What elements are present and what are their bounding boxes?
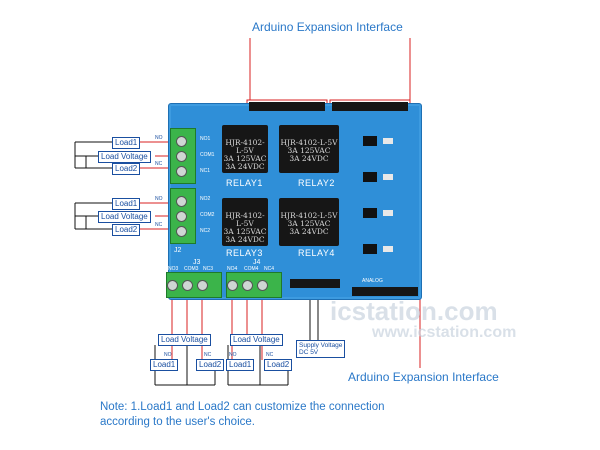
screw-terminal bbox=[176, 211, 187, 222]
screw-terminal bbox=[167, 280, 178, 291]
silk-j3: J3 bbox=[193, 259, 201, 266]
supply-voltage-box: Supply Voltage DC 5V bbox=[296, 340, 346, 358]
relay-spec: 3A 24VDC bbox=[225, 235, 265, 244]
silk-nc1: NC1 bbox=[200, 168, 211, 174]
load1-label: Load1 bbox=[112, 198, 141, 210]
relay-model: HJR-4102-L-5V bbox=[280, 138, 338, 147]
relay-model: HJR-4102-L-5V bbox=[225, 138, 265, 155]
relay-spec: 3A 24VDC bbox=[289, 154, 329, 163]
screw-terminal bbox=[176, 166, 187, 177]
supply-line1: Supply Voltage bbox=[299, 342, 343, 349]
screw-terminal bbox=[182, 280, 193, 291]
relay-4: HJR-4102-L-5V 3A 125VAC 3A 24VDC bbox=[279, 198, 339, 246]
relay-1: HJR-4102-L-5V 3A 125VAC 3A 24VDC bbox=[222, 125, 268, 173]
screw-terminal bbox=[176, 196, 187, 207]
nc-label: NC bbox=[266, 352, 274, 358]
screw-terminal bbox=[176, 151, 187, 162]
load1-label: Load1 bbox=[150, 359, 179, 371]
supply-line2: DC 5V bbox=[299, 349, 319, 356]
load1-label: Load1 bbox=[226, 359, 255, 371]
relay-3: HJR-4102-L-5V 3A 125VAC 3A 24VDC bbox=[222, 198, 268, 246]
screw-terminal bbox=[197, 280, 208, 291]
silk-j4: J4 bbox=[253, 259, 261, 266]
load1-label: Load1 bbox=[112, 137, 141, 149]
relay-spec: 3A 125VAC bbox=[223, 227, 267, 236]
silk-nc4: NC4 bbox=[264, 266, 275, 272]
silk-com4: COM4 bbox=[244, 266, 259, 272]
no-label: NO bbox=[155, 135, 163, 141]
relay-2-label: RELAY2 bbox=[298, 178, 335, 188]
bottom-interface-title: Arduino Expansion Interface bbox=[348, 370, 499, 384]
watermark-sub: www.icstation.com bbox=[372, 324, 517, 341]
relay-spec: 3A 125VAC bbox=[223, 154, 267, 163]
bottom-header-left bbox=[290, 279, 340, 288]
top-interface-title: Arduino Expansion Interface bbox=[252, 20, 403, 34]
note-line2: according to the user's choice. bbox=[100, 416, 255, 428]
load2-label: Load2 bbox=[264, 359, 293, 371]
screw-terminal bbox=[176, 136, 187, 147]
note-line1: Note: 1.Load1 and Load2 can customize th… bbox=[100, 401, 385, 413]
silk-com2: COM2 bbox=[200, 212, 215, 218]
no-label: NO bbox=[164, 352, 172, 358]
silk-com3: COM3 bbox=[184, 266, 199, 272]
relay-spec: 3A 125VAC bbox=[287, 146, 331, 155]
silk-nc3: NC3 bbox=[203, 266, 214, 272]
screw-terminal bbox=[242, 280, 253, 291]
no-label: NO bbox=[229, 352, 237, 358]
load-voltage-label: Load Voltage bbox=[98, 151, 151, 163]
component-area bbox=[355, 130, 410, 280]
no-label: NO bbox=[155, 196, 163, 202]
bottom-header-right bbox=[352, 287, 418, 296]
screw-terminal bbox=[227, 280, 238, 291]
top-header-right bbox=[332, 102, 408, 111]
silk-no3: NO3 bbox=[168, 266, 179, 272]
nc-label: NC bbox=[155, 222, 163, 228]
load-voltage-label: Load Voltage bbox=[158, 334, 211, 346]
silk-no2: NO2 bbox=[200, 196, 211, 202]
load2-label: Load2 bbox=[196, 359, 225, 371]
top-header-left bbox=[249, 102, 325, 111]
relay-1-label: RELAY1 bbox=[226, 178, 263, 188]
relay-spec: 3A 24VDC bbox=[289, 227, 329, 236]
silk-com1: COM1 bbox=[200, 152, 215, 158]
load-voltage-label: Load Voltage bbox=[98, 211, 151, 223]
silk-nc2: NC2 bbox=[200, 228, 211, 234]
relay-model: HJR-4102-L-5V bbox=[280, 211, 338, 220]
silk-j2: J2 bbox=[174, 247, 182, 254]
load2-label: Load2 bbox=[112, 163, 141, 175]
relay-3-label: RELAY3 bbox=[226, 248, 263, 258]
load2-label: Load2 bbox=[112, 224, 141, 236]
screw-terminal bbox=[257, 280, 268, 291]
relay-model: HJR-4102-L-5V bbox=[225, 211, 265, 228]
nc-label: NC bbox=[204, 352, 212, 358]
watermark-main: icstation.com bbox=[330, 296, 498, 326]
silk-analog: ANALOG bbox=[362, 278, 383, 284]
silk-no4: NO4 bbox=[227, 266, 238, 272]
nc-label: NC bbox=[155, 161, 163, 167]
relay-2: HJR-4102-L-5V 3A 125VAC 3A 24VDC bbox=[279, 125, 339, 173]
relay-4-label: RELAY4 bbox=[298, 248, 335, 258]
silk-no1: NO1 bbox=[200, 136, 211, 142]
relay-spec: 3A 24VDC bbox=[225, 162, 265, 171]
screw-terminal bbox=[176, 226, 187, 237]
relay-spec: 3A 125VAC bbox=[287, 219, 331, 228]
load-voltage-label: Load Voltage bbox=[230, 334, 283, 346]
